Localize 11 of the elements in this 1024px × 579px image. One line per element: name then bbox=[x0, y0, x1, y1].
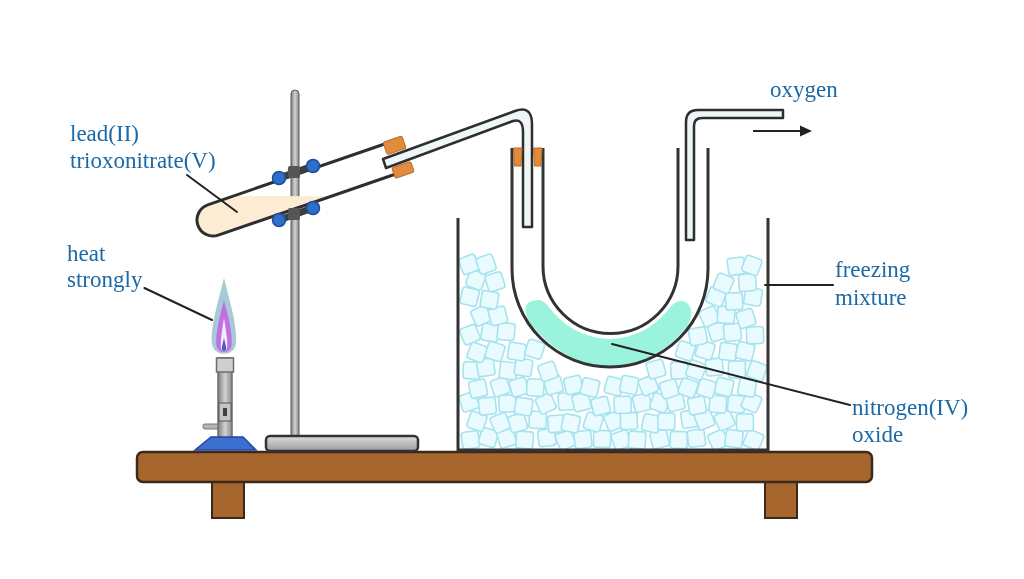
callout-label: freezing mixture bbox=[835, 256, 911, 312]
callout-label: nitrogen(IV) oxide bbox=[852, 394, 969, 448]
leader-line bbox=[186, 174, 238, 213]
solid-in-test-tube bbox=[198, 196, 327, 235]
text-label: oxygen bbox=[770, 76, 838, 103]
callout-label: heat strongly bbox=[67, 241, 143, 293]
burner-flame bbox=[211, 278, 237, 354]
leader-line bbox=[611, 343, 851, 406]
leader-line bbox=[143, 287, 213, 321]
callout-label: lead(II) trioxonitrate(V) bbox=[70, 120, 216, 174]
leader-line bbox=[764, 284, 834, 286]
